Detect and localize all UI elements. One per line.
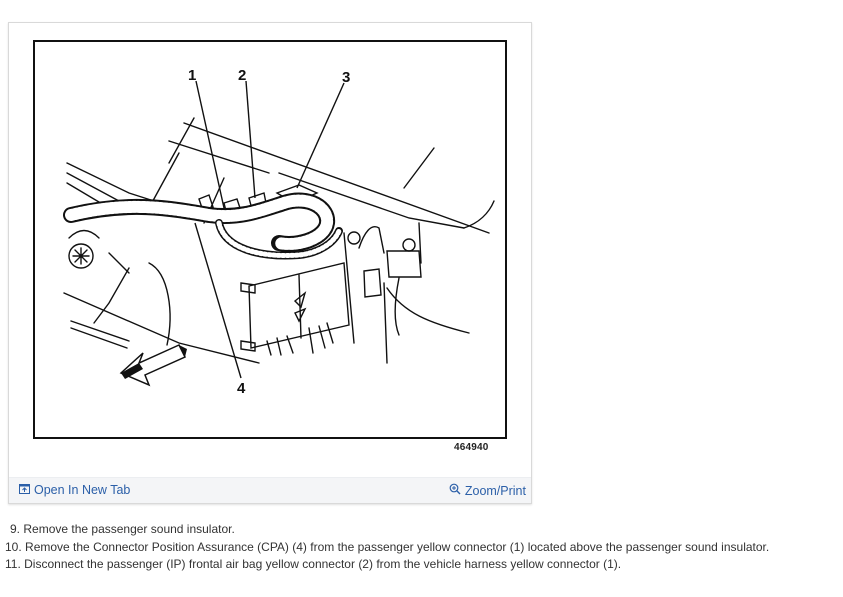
open-in-new-tab-icon	[19, 483, 30, 497]
figure-id: 464940	[454, 442, 489, 453]
direction-arrow-icon	[119, 344, 187, 387]
magnifier-plus-icon	[449, 483, 461, 498]
diagram-illustration: 1 2 3 4	[33, 40, 507, 439]
step-text: Remove the Connector Position Assurance …	[25, 539, 770, 554]
diagram-card: 1 2 3 4 464940 Open In New Ta	[8, 22, 532, 504]
step-number: 11.	[5, 557, 21, 571]
step-number: 10.	[5, 539, 22, 554]
open-in-new-tab-label: Open In New Tab	[34, 483, 131, 497]
step-text: Disconnect the passenger (IP) frontal ai…	[24, 557, 622, 571]
step-item: 10. Remove the Connector Position Assura…	[5, 539, 769, 557]
step-item: 9. Remove the passenger sound insulator.	[10, 521, 769, 539]
step-text: Remove the passenger sound insulator.	[23, 522, 235, 536]
procedure-steps: 9. Remove the passenger sound insulator.…	[5, 521, 769, 574]
callout-3: 3	[342, 69, 350, 86]
card-footer: Open In New Tab Zoom/Print	[9, 477, 531, 503]
step-number: 9.	[10, 522, 21, 536]
open-in-new-tab-link[interactable]: Open In New Tab	[19, 483, 130, 497]
callout-1: 1	[188, 67, 196, 84]
zoom-print-link[interactable]: Zoom/Print	[449, 483, 526, 498]
wiring-diagram-figure: 1 2 3 4 464940	[9, 23, 531, 479]
callout-4: 4	[237, 380, 246, 397]
step-item: 11. Disconnect the passenger (IP) fronta…	[5, 556, 769, 574]
callout-2: 2	[238, 67, 246, 84]
zoom-print-label: Zoom/Print	[464, 483, 526, 498]
